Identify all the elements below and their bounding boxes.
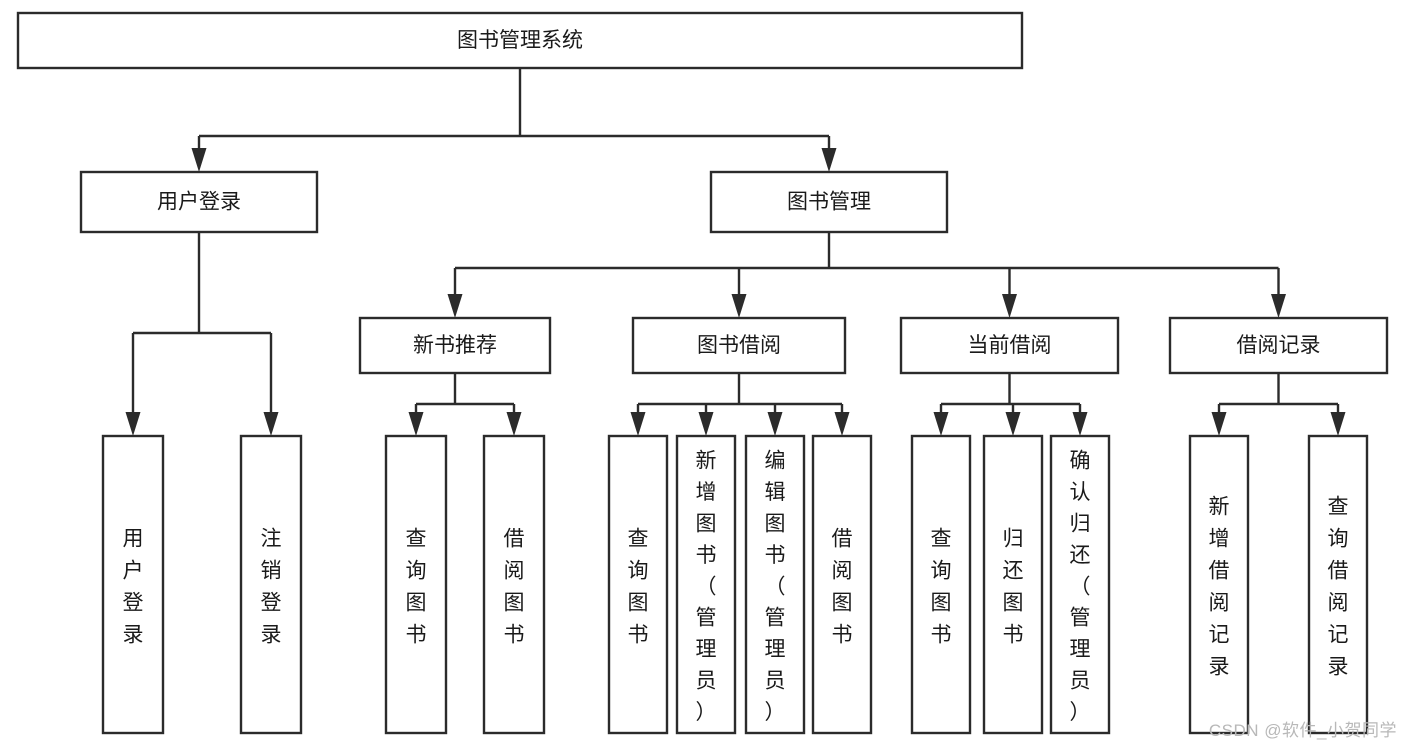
arrow-head-icon	[767, 412, 783, 436]
arrow-head-icon	[933, 412, 949, 436]
node-box[interactable]	[1168, 316, 1389, 375]
arrow-head-icon	[698, 412, 714, 436]
arrow-head-icon	[630, 412, 646, 436]
node-new-book-rec[interactable]: 新书推荐	[358, 316, 552, 375]
node-box[interactable]	[1049, 434, 1111, 735]
connector-group	[125, 232, 279, 436]
node-root[interactable]: 图书管理系统	[16, 11, 1024, 70]
node-box[interactable]	[744, 434, 806, 735]
arrow-head-icon	[408, 412, 424, 436]
node-label: 当前借阅	[968, 334, 1052, 357]
node-leaf-query-book-3[interactable]: 查询图书	[910, 434, 972, 735]
node-book-borrow[interactable]: 图书借阅	[631, 316, 847, 375]
connector-group	[191, 68, 837, 172]
node-label: 查询图书	[628, 527, 649, 646]
node-label: 借阅图书	[832, 527, 853, 646]
node-label: 用户登录	[157, 191, 241, 214]
node-label: 图书管理系统	[457, 29, 583, 52]
arrow-head-icon	[191, 148, 207, 172]
node-leaf-add-book[interactable]: 新增图书（管理员）	[675, 434, 737, 735]
arrow-head-icon	[1211, 412, 1227, 436]
node-box[interactable]	[607, 434, 669, 735]
arrow-head-icon	[1271, 294, 1286, 318]
node-label: 查询图书	[406, 527, 427, 646]
node-box[interactable]	[482, 434, 546, 735]
node-label: 编辑图书（管理员）	[765, 450, 786, 725]
node-leaf-confirm-return[interactable]: 确认归还（管理员）	[1049, 434, 1111, 735]
node-leaf-borrow-book-1[interactable]: 借阅图书	[482, 434, 546, 735]
arrow-head-icon	[731, 294, 747, 318]
node-box[interactable]	[811, 434, 873, 735]
connector-group	[1211, 373, 1346, 436]
arrow-head-icon	[1002, 294, 1017, 318]
node-label: 借阅记录	[1237, 334, 1321, 357]
node-leaf-add-record[interactable]: 新增借阅记录	[1188, 434, 1250, 735]
node-leaf-edit-book[interactable]: 编辑图书（管理员）	[744, 434, 806, 735]
arrow-head-icon	[1330, 412, 1346, 436]
node-box[interactable]	[899, 316, 1120, 375]
node-label: 借阅图书	[504, 527, 525, 646]
node-box[interactable]	[16, 11, 1024, 70]
node-label: 归还图书	[1003, 527, 1024, 646]
arrow-head-icon	[1005, 412, 1021, 436]
node-book-manage[interactable]: 图书管理	[709, 170, 949, 234]
node-label: 注销登录	[261, 527, 282, 646]
node-label: 新增借阅记录	[1209, 495, 1230, 678]
node-box[interactable]	[675, 434, 737, 735]
arrow-head-icon	[821, 148, 837, 172]
node-user-login[interactable]: 用户登录	[79, 170, 319, 234]
node-box[interactable]	[982, 434, 1044, 735]
node-label: 图书管理	[787, 191, 871, 214]
node-box[interactable]	[1307, 434, 1369, 735]
node-box[interactable]	[384, 434, 448, 735]
node-box[interactable]	[101, 434, 165, 735]
arrow-head-icon	[506, 412, 522, 436]
node-leaf-user-login[interactable]: 用户登录	[101, 434, 165, 735]
node-box[interactable]	[1188, 434, 1250, 735]
node-label: 查询借阅记录	[1328, 495, 1349, 678]
node-box[interactable]	[910, 434, 972, 735]
node-leaf-query-record[interactable]: 查询借阅记录	[1307, 434, 1369, 735]
node-label: 查询图书	[931, 527, 952, 646]
arrow-head-icon	[263, 412, 279, 436]
node-box[interactable]	[239, 434, 303, 735]
node-label: 新书推荐	[413, 334, 497, 357]
connector-group	[408, 373, 522, 436]
node-label: 新增图书（管理员）	[696, 450, 717, 725]
arrow-head-icon	[1072, 412, 1088, 436]
node-leaf-logout[interactable]: 注销登录	[239, 434, 303, 735]
node-box[interactable]	[79, 170, 319, 234]
arrow-head-icon	[834, 412, 850, 436]
node-leaf-return-book[interactable]: 归还图书	[982, 434, 1044, 735]
node-current-borrow[interactable]: 当前借阅	[899, 316, 1120, 375]
node-leaf-query-book-1[interactable]: 查询图书	[384, 434, 448, 735]
connector-layer	[125, 68, 1346, 436]
node-leaf-query-book-2[interactable]: 查询图书	[607, 434, 669, 735]
connector-group	[630, 373, 850, 436]
node-layer: 图书管理系统用户登录图书管理新书推荐图书借阅当前借阅借阅记录用户登录注销登录查询…	[16, 11, 1389, 735]
connector-group	[933, 373, 1088, 436]
node-label: 确认归还（管理员）	[1070, 450, 1091, 725]
node-box[interactable]	[358, 316, 552, 375]
arrow-head-icon	[447, 294, 463, 318]
connector-group	[447, 232, 1286, 318]
node-label: 图书借阅	[697, 334, 781, 357]
arrow-head-icon	[125, 412, 141, 436]
node-box[interactable]	[631, 316, 847, 375]
node-label: 用户登录	[123, 527, 144, 646]
node-leaf-borrow-book-2[interactable]: 借阅图书	[811, 434, 873, 735]
node-borrow-record[interactable]: 借阅记录	[1168, 316, 1389, 375]
node-box[interactable]	[709, 170, 949, 234]
